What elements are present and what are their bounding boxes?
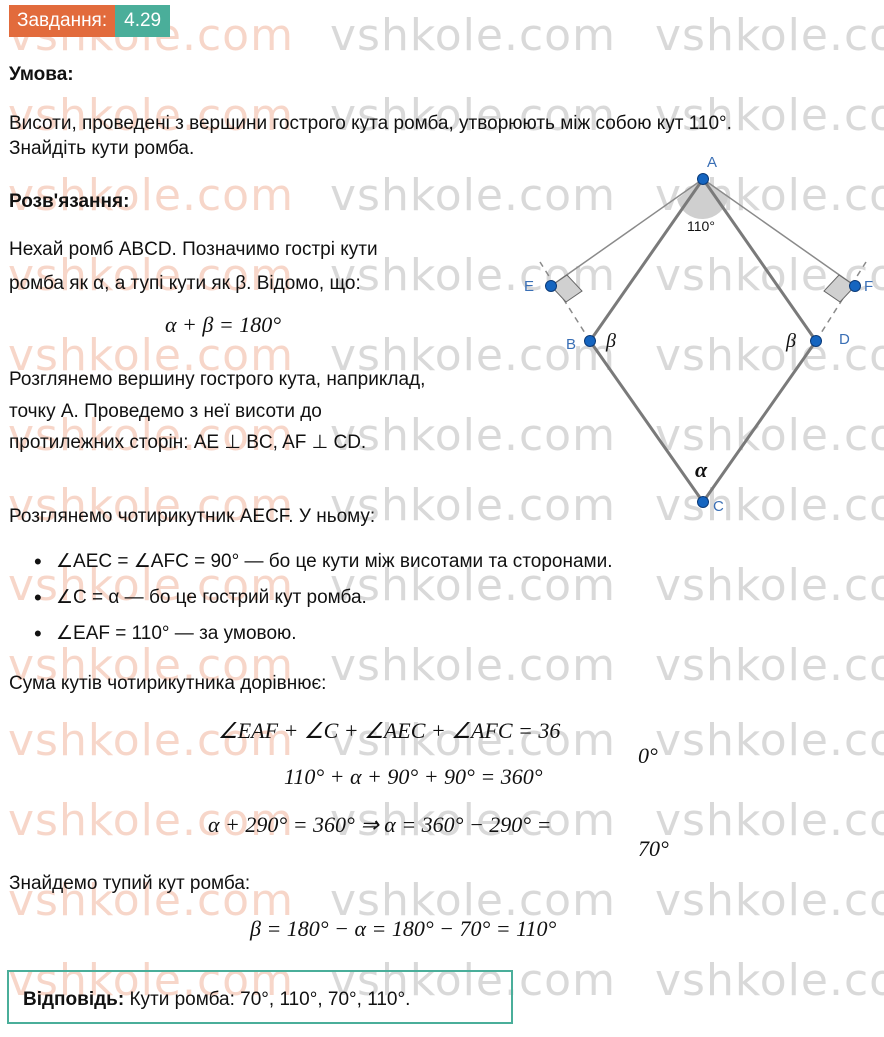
label-beta-b: β	[605, 330, 616, 352]
answer-box: Відповідь: Кути ромба: 70°, 110°, 70°, 1…	[7, 970, 513, 1024]
right-angle-mark-f	[823, 274, 856, 303]
angle-arc-110	[677, 179, 728, 220]
solution-paragraph-2a: Розглянемо вершину гострого кута, наприк…	[9, 369, 426, 390]
point-d	[810, 335, 822, 347]
solution-paragraph-1a: Нехай ромб ABCD. Позначимо гострі кути	[9, 239, 378, 260]
label-a: A	[707, 154, 717, 171]
equation-quadrilateral-sum-tail: 0°	[638, 743, 658, 768]
label-f: F	[864, 278, 873, 295]
side-dc	[701, 340, 818, 503]
solution-paragraph-5: Знайдемо тупий кут ромба:	[9, 873, 251, 894]
watermark: vshkole.com	[655, 795, 884, 846]
solution-heading: Розв'язання:	[9, 191, 130, 212]
height-ae	[550, 178, 704, 287]
equation-sum-angles: α + β = 180°	[165, 312, 281, 337]
label-d: D	[839, 331, 850, 348]
point-e	[545, 280, 557, 292]
list-item: ∠AEC = ∠AFC = 90° — бо це кути між висот…	[0, 550, 612, 586]
solution-paragraph-2c: протилежних сторін: AE ⊥ BC, AF ⊥ CD.	[9, 432, 367, 453]
label-b: B	[566, 336, 576, 353]
side-ab	[588, 178, 705, 342]
solution-paragraph-4: Сума кутів чотирикутника дорівнює:	[9, 673, 327, 694]
task-badge: Завдання: 4.29	[9, 5, 171, 37]
list-item: ∠EAF = 110° — за умовою.	[0, 622, 612, 658]
condition-heading: Умова:	[9, 64, 74, 85]
list-item: ∠C = α — бо це гострий кут ромба.	[0, 586, 612, 622]
label-angle-110: 110°	[687, 218, 715, 234]
equation-quadrilateral-sum: ∠EAF + ∠C + ∠AEC + ∠AFC = 36	[218, 718, 561, 743]
side-ad	[701, 178, 818, 342]
equation-alpha-tail: 70°	[638, 836, 669, 861]
watermark: vshkole.com	[655, 955, 884, 1006]
point-f	[849, 280, 861, 292]
equation-beta: β = 180° − α = 180° − 70° = 110°	[250, 916, 557, 941]
watermark: vshkole.com	[655, 10, 884, 61]
right-angle-mark-e	[550, 274, 583, 303]
answer-line: Відповідь: Кути ромба: 70°, 110°, 70°, 1…	[23, 988, 410, 1012]
condition-line-2: Знайдіть кути ромба.	[9, 138, 195, 159]
label-e: E	[524, 278, 534, 295]
watermark: vshkole.com	[655, 560, 884, 611]
label-alpha-c: α	[695, 457, 708, 482]
condition-line-1: Висоти, проведені з вершини гострого кут…	[9, 113, 732, 134]
solution-paragraph-3: Розглянемо чотирикутник AECF. У ньому:	[9, 506, 376, 527]
label-c: C	[713, 498, 724, 515]
height-af	[702, 178, 856, 287]
watermark: vshkole.com	[655, 875, 884, 926]
task-number: 4.29	[115, 5, 171, 37]
watermark: vshkole.com	[655, 640, 884, 691]
watermark: vshkole.com	[330, 10, 616, 61]
solution-paragraph-1b: ромба як α, а тупі кути як β. Відомо, що…	[9, 273, 361, 294]
angle-facts-list: ∠AEC = ∠AFC = 90° — бо це кути між висот…	[0, 550, 612, 658]
equation-alpha: α + 290° = 360° ⇒ α = 360° − 290° =	[208, 812, 552, 837]
point-b	[584, 335, 596, 347]
answer-label: Відповідь:	[23, 989, 125, 1010]
label-beta-d: β	[785, 330, 796, 352]
task-label: Завдання:	[9, 5, 116, 37]
rhombus-figure: A B C D E F 110° β β α	[524, 154, 873, 515]
watermark: vshkole.com	[655, 715, 884, 766]
solution-paragraph-2b: точку A. Проведемо з неї висоти до	[9, 401, 322, 422]
side-bc	[588, 340, 705, 503]
point-c	[697, 496, 709, 508]
point-a	[697, 173, 709, 185]
equation-substitution: 110° + α + 90° + 90° = 360°	[284, 764, 543, 789]
answer-text: Кути ромба: 70°, 110°, 70°, 110°.	[129, 989, 411, 1010]
